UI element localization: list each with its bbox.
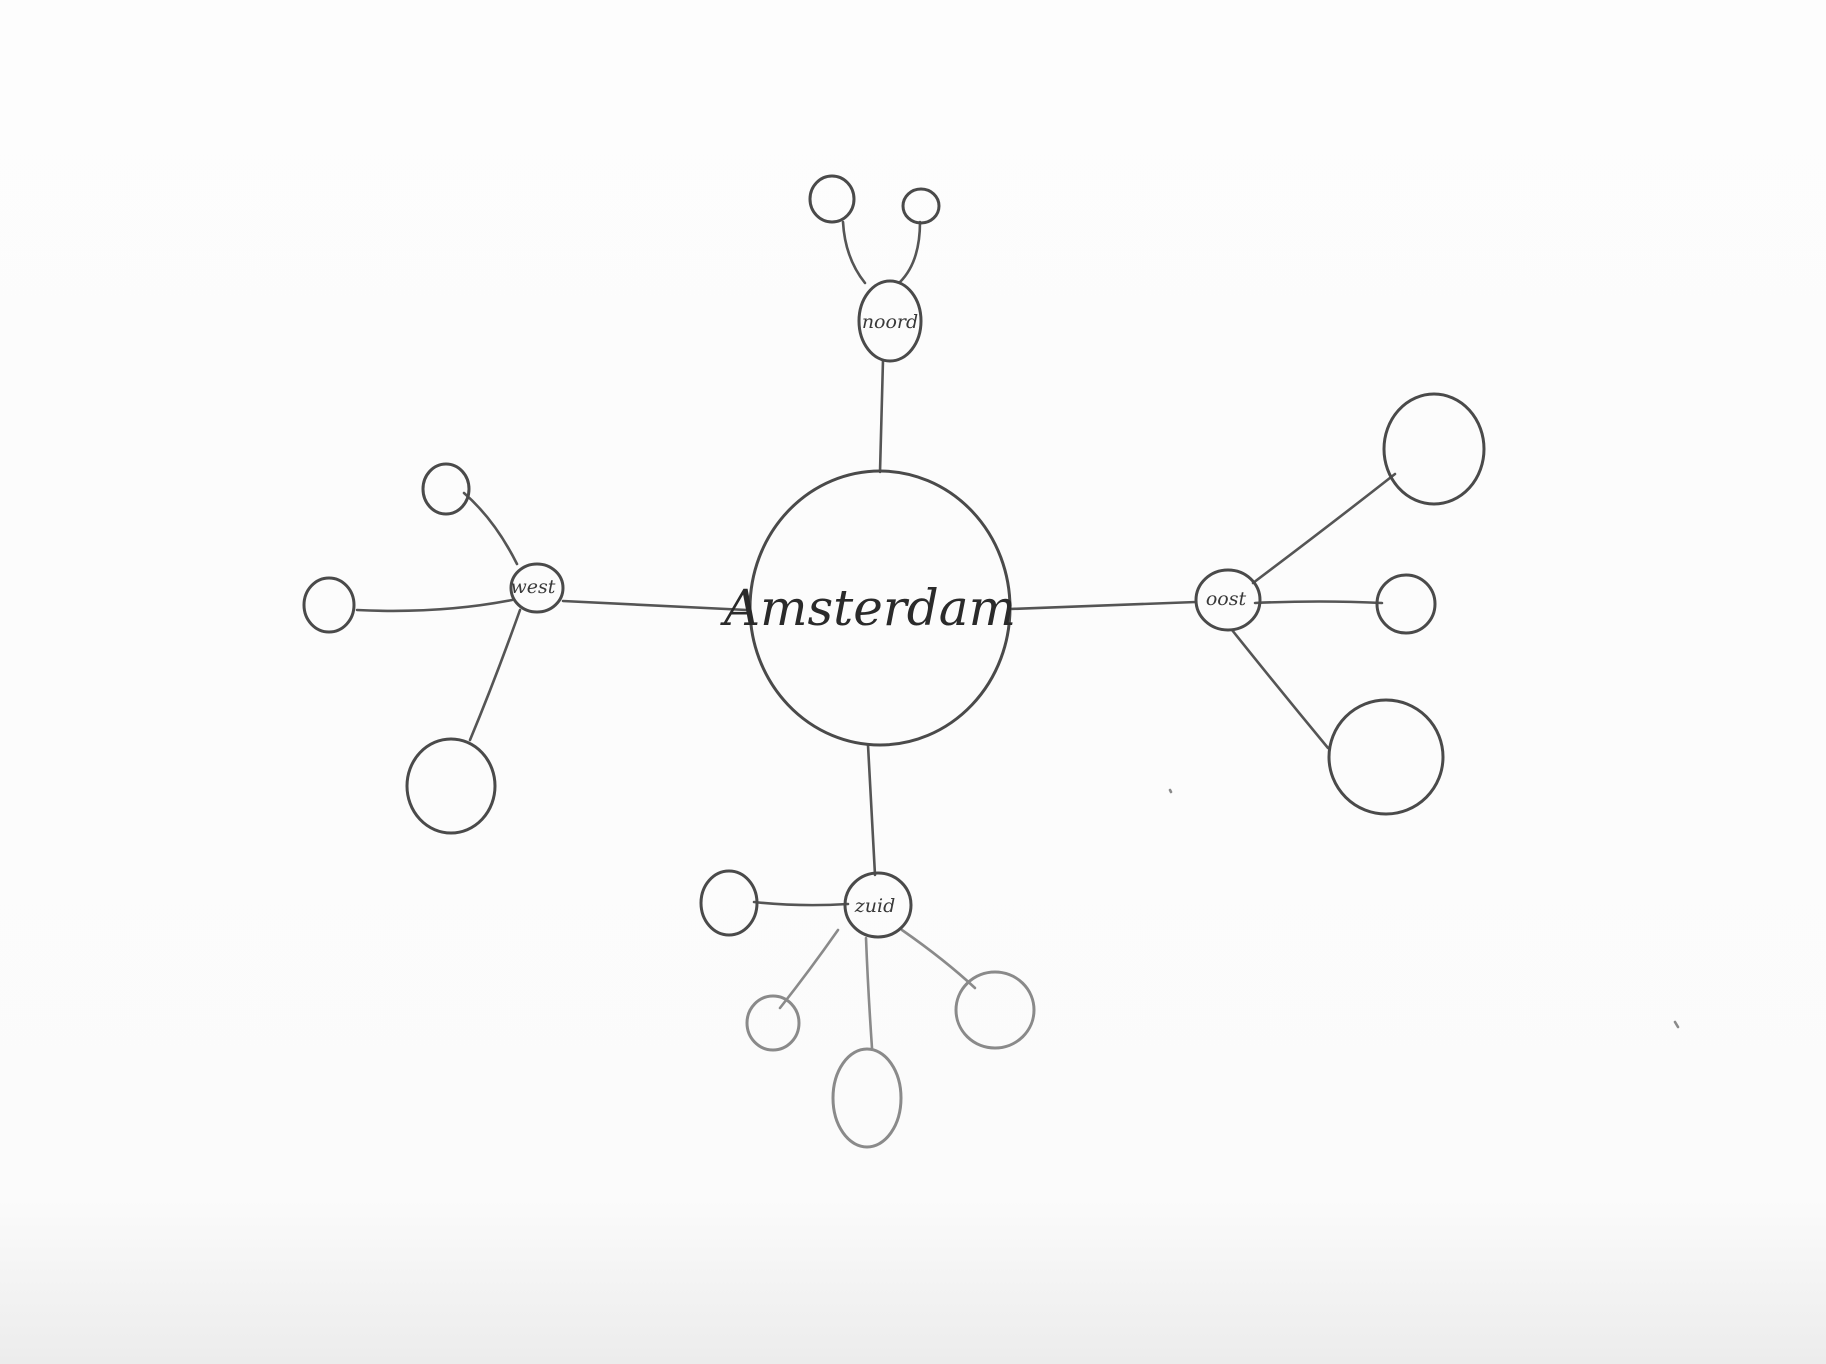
edge-noord-leaf-1 [841, 220, 867, 285]
edge-center-oost [1008, 600, 1198, 611]
edge-center-west [561, 599, 749, 612]
leaf-node-oost-1 [1382, 392, 1486, 506]
leaf-node-zuid-2 [745, 994, 801, 1052]
center-node [748, 469, 1012, 747]
leaf-node-zuid-1 [699, 869, 759, 937]
leaf-node-west-1 [421, 462, 471, 516]
leaf-node-zuid-4 [954, 970, 1036, 1050]
center-label: Amsterdam [720, 579, 1016, 637]
stray-mark-1 [1673, 1020, 1680, 1029]
labels: Amsterdam noord west oost zuid [511, 311, 1247, 917]
stray-marks [1168, 788, 1680, 1029]
branch-label-noord: noord [862, 311, 918, 333]
branch-label-zuid: zuid [854, 895, 896, 917]
leaf-node-oost-3 [1327, 698, 1445, 816]
branch-node-oost [1194, 568, 1262, 632]
leaf-node-west-3 [405, 737, 497, 835]
edge-center-zuid [866, 743, 877, 877]
branch-label-oost: oost [1206, 588, 1247, 610]
edge-oost-leaf-2 [1253, 600, 1384, 605]
edge-west-leaf-1 [462, 491, 519, 566]
edge-center-noord [878, 358, 885, 474]
edge-noord-leaf-2 [898, 220, 922, 284]
edge-west-leaf-3 [468, 608, 522, 742]
leaf-node-noord-2 [901, 187, 941, 225]
nodes [302, 174, 1486, 1149]
edge-zuid-leaf-2 [778, 928, 840, 1010]
branch-node-zuid [843, 871, 913, 939]
edge-zuid-leaf-4 [900, 928, 977, 990]
branch-label-west: west [511, 576, 556, 598]
leaf-node-noord-1 [808, 174, 856, 224]
leaf-node-west-2 [302, 576, 356, 634]
leaf-node-zuid-3 [831, 1047, 903, 1149]
center-edges [561, 358, 1198, 877]
edge-oost-leaf-1 [1251, 472, 1397, 585]
stray-mark-2 [1168, 788, 1173, 794]
branch-node-noord [857, 279, 923, 363]
branch-node-west [509, 562, 565, 614]
leaf-node-oost-2 [1375, 573, 1437, 635]
edge-oost-leaf-3 [1230, 628, 1330, 750]
edge-west-leaf-2 [355, 598, 514, 613]
edge-zuid-leaf-1 [752, 900, 850, 907]
edge-zuid-leaf-3 [864, 936, 874, 1050]
